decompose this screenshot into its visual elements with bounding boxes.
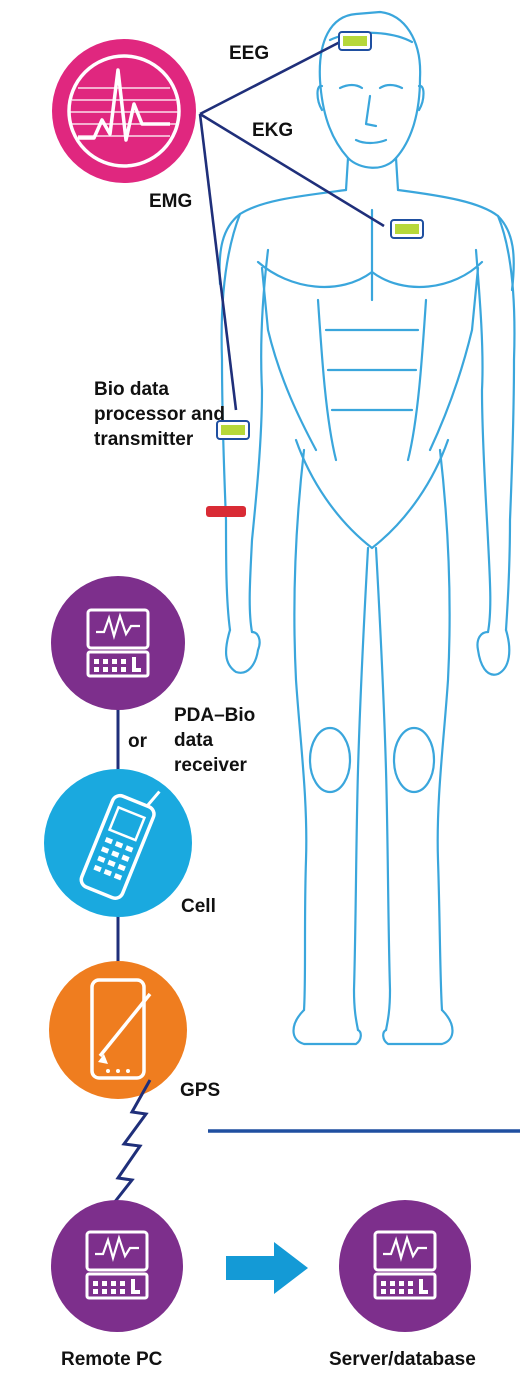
server-icon: [339, 1200, 471, 1332]
or-label: or: [128, 730, 147, 753]
ekg-sensor: [391, 220, 423, 238]
human-body-outline: [220, 12, 515, 1044]
pda-label-line1: PDA–Bio: [174, 704, 255, 727]
pda-label-line2: data: [174, 729, 213, 752]
sensor-wires: [200, 42, 384, 410]
gps-device-icon: [49, 961, 187, 1099]
bio-processor-label-line1: Bio data: [94, 378, 169, 401]
eeg-label: EEG: [229, 42, 269, 65]
bio-processor-label-line2: processor and: [94, 403, 225, 426]
ekg-label: EKG: [252, 119, 293, 142]
gps-label: GPS: [180, 1079, 220, 1102]
cell-label: Cell: [181, 895, 216, 918]
remote-pc-icon: [51, 1200, 183, 1332]
pda-icon: [51, 576, 185, 710]
cell-phone-icon: [44, 769, 192, 917]
emg-label: EMG: [149, 190, 192, 213]
transfer-arrow-icon: [226, 1242, 308, 1294]
wrist-band: [206, 506, 246, 517]
pda-label-line3: receiver: [174, 754, 247, 777]
eeg-sensor: [339, 32, 371, 50]
server-database-label: Server/database: [329, 1348, 476, 1371]
wireless-link-icon: [110, 1080, 150, 1208]
bio-processor-label-line3: transmitter: [94, 428, 193, 451]
remote-pc-label: Remote PC: [61, 1348, 162, 1371]
monitor-wave-icon: [52, 39, 196, 183]
